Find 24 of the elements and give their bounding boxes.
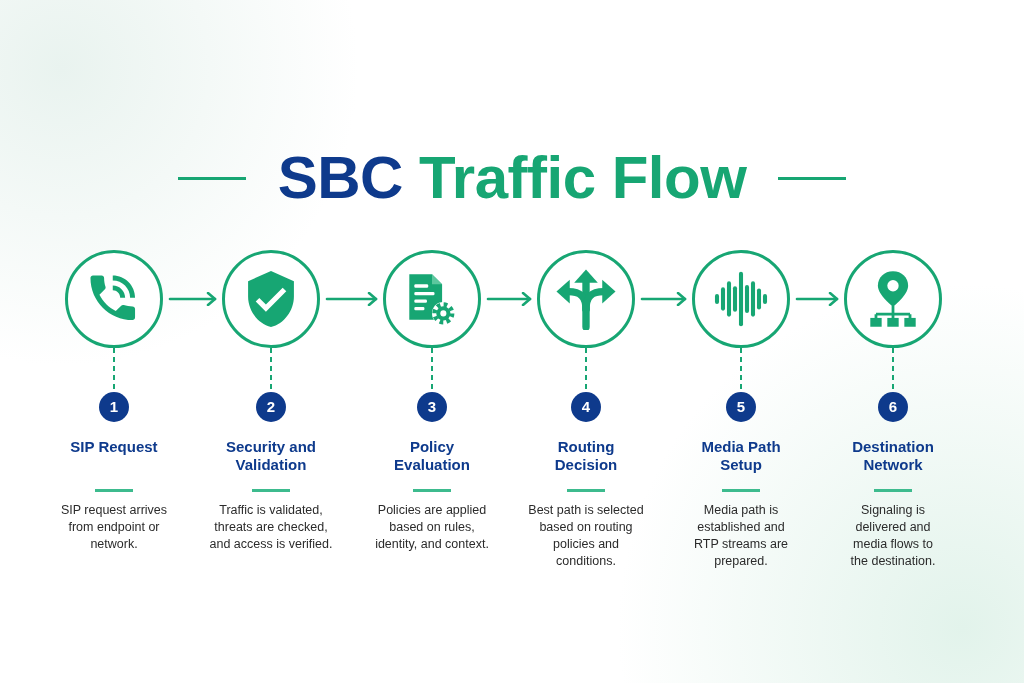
step-title: Security and Validation xyxy=(225,438,317,474)
number-badge: 2 xyxy=(256,392,286,422)
step-title: Policy Evaluation xyxy=(393,438,471,474)
number-badge: 6 xyxy=(878,392,908,422)
number-badge: 3 xyxy=(417,392,447,422)
title: SBC Traffic Flow xyxy=(277,143,747,213)
arrow xyxy=(795,291,839,307)
step-description: Signaling is delivered and media flows to the destination. xyxy=(849,502,937,570)
step-title: Routing Decision xyxy=(553,438,619,474)
step-description: Media path is established and RTP streams are prepared. xyxy=(693,502,789,570)
step-description: SIP request arrives from endpoint or network. xyxy=(59,502,169,553)
number-badge: 4 xyxy=(571,392,601,422)
arrow xyxy=(640,291,687,307)
number-badge: 1 xyxy=(99,392,129,422)
step-description: Best path is selected based on routing policies and conditions. xyxy=(527,502,645,570)
step-title: Media Path Setup xyxy=(700,438,782,474)
arrow xyxy=(486,291,532,307)
step-description: Policies are applied based on rules, identity, and context. xyxy=(374,502,490,553)
step-description: Traffic is validated, threats are checked, and access is verified. xyxy=(208,502,334,553)
step-title: SIP Request xyxy=(70,438,158,456)
step-title: Destination Network xyxy=(851,438,935,474)
arrow xyxy=(168,291,217,307)
arrow xyxy=(325,291,378,307)
number-badge: 5 xyxy=(726,392,756,422)
